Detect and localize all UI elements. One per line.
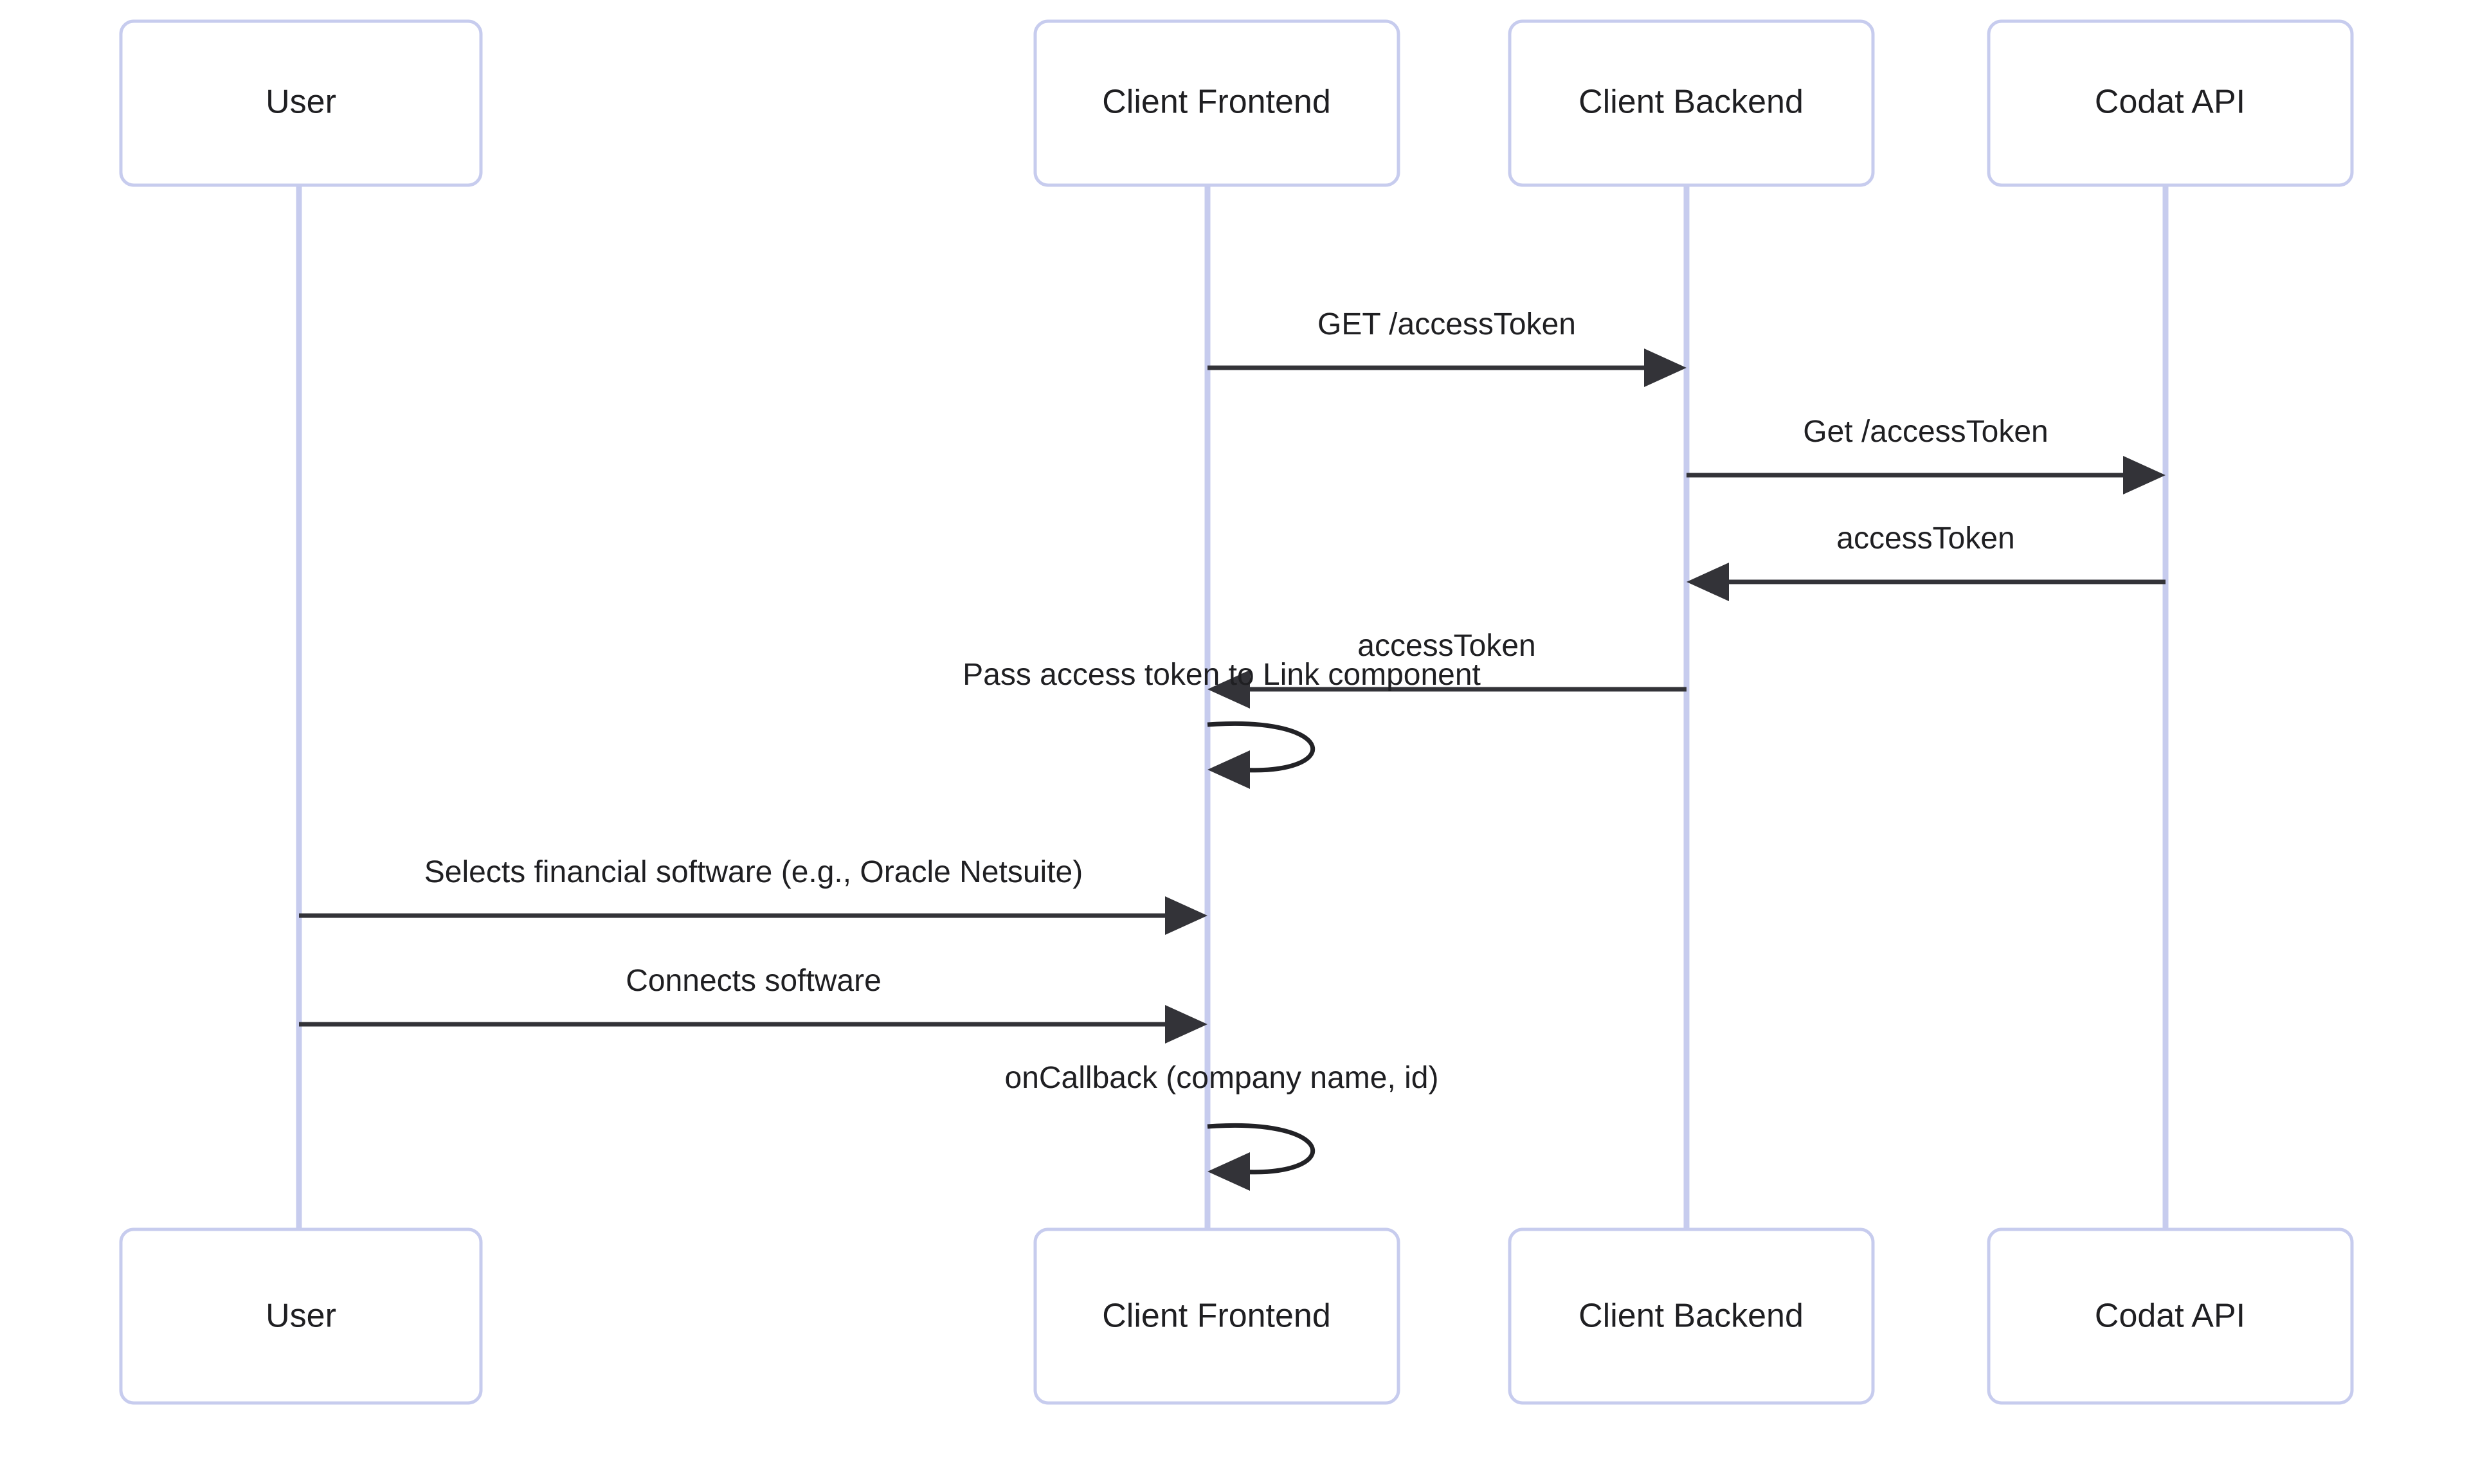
arrowhead-right-icon	[1165, 1005, 1207, 1044]
actor-label-user-bottom: User	[266, 1298, 336, 1335]
actor-label-codat-api-bottom: Codat API	[2095, 1298, 2245, 1335]
actor-box-codat-api-bottom[interactable]: Codat API	[1987, 1227, 2354, 1405]
message-label-5: Pass access token to Link component	[963, 658, 1481, 692]
actor-box-rect	[1033, 19, 1400, 187]
message-5-pass-access-token-self-loop[interactable]: Pass access token to Link component	[963, 658, 1481, 789]
actor-label-client-frontend-bottom: Client Frontend	[1102, 1298, 1331, 1335]
actor-boxes-top: User Client Frontend Client Backend Coda…	[119, 19, 2354, 187]
message-label-6: Selects financial software (e.g., Oracle…	[424, 855, 1083, 889]
actor-box-client-backend-bottom[interactable]: Client Backend	[1508, 1227, 1875, 1405]
self-loop-path-8	[1207, 1123, 1316, 1175]
message-8-oncallback-self-loop[interactable]: onCallback (company name, id)	[1005, 1061, 1439, 1191]
actor-box-rect	[1987, 1227, 2354, 1405]
arrowhead-right-icon	[2123, 456, 2166, 494]
actor-box-client-backend-top[interactable]: Client Backend	[1508, 19, 1875, 187]
actor-box-rect	[119, 1227, 483, 1405]
message-label-2: Get /accessToken	[1803, 415, 2048, 449]
actor-box-user-bottom[interactable]: User	[119, 1227, 483, 1405]
actor-box-user-top[interactable]: User	[119, 19, 483, 187]
message-label-8: onCallback (company name, id)	[1005, 1061, 1439, 1095]
actor-box-rect	[1508, 19, 1875, 187]
message-4-accesstoken[interactable]: accessToken	[1207, 629, 1687, 709]
self-loop-path-5	[1207, 721, 1316, 773]
actor-label-user-top: User	[266, 84, 336, 121]
arrowhead-left-icon	[1207, 750, 1250, 789]
actor-box-client-frontend-top[interactable]: Client Frontend	[1033, 19, 1400, 187]
message-label-4: accessToken	[1357, 629, 1535, 663]
arrowhead-right-icon	[1165, 896, 1207, 935]
message-label-7: Connects software	[626, 964, 882, 998]
actor-box-rect	[1033, 1227, 1400, 1405]
actor-label-client-backend-bottom: Client Backend	[1578, 1298, 1804, 1335]
arrowhead-right-icon	[1644, 348, 1687, 387]
arrowhead-left-icon	[1687, 563, 1729, 601]
lifelines-group	[296, 185, 2169, 1229]
message-7-connects-software[interactable]: Connects software	[299, 964, 1207, 1044]
message-1-get-accesstoken[interactable]: GET /accessToken	[1207, 307, 1687, 387]
actor-box-rect	[1508, 1227, 1875, 1405]
message-6-selects-financial-software[interactable]: Selects financial software (e.g., Oracle…	[299, 855, 1207, 935]
arrowhead-left-icon	[1207, 1152, 1250, 1191]
message-label-3: accessToken	[1836, 521, 2014, 556]
actor-box-codat-api-top[interactable]: Codat API	[1987, 19, 2354, 187]
actor-box-rect	[1987, 19, 2354, 187]
actor-box-rect	[119, 19, 483, 187]
actor-box-client-frontend-bottom[interactable]: Client Frontend	[1033, 1227, 1400, 1405]
actor-label-client-frontend-top: Client Frontend	[1102, 84, 1331, 121]
actor-label-codat-api-top: Codat API	[2095, 84, 2245, 121]
actor-label-client-backend-top: Client Backend	[1578, 84, 1804, 121]
arrowhead-left-icon	[1207, 670, 1250, 709]
message-2-get-accesstoken[interactable]: Get /accessToken	[1687, 415, 2166, 494]
message-label-1: GET /accessToken	[1317, 307, 1576, 341]
message-3-accesstoken[interactable]: accessToken	[1687, 521, 2166, 601]
actor-boxes-bottom: User Client Frontend Client Backend Coda…	[119, 1227, 2354, 1405]
